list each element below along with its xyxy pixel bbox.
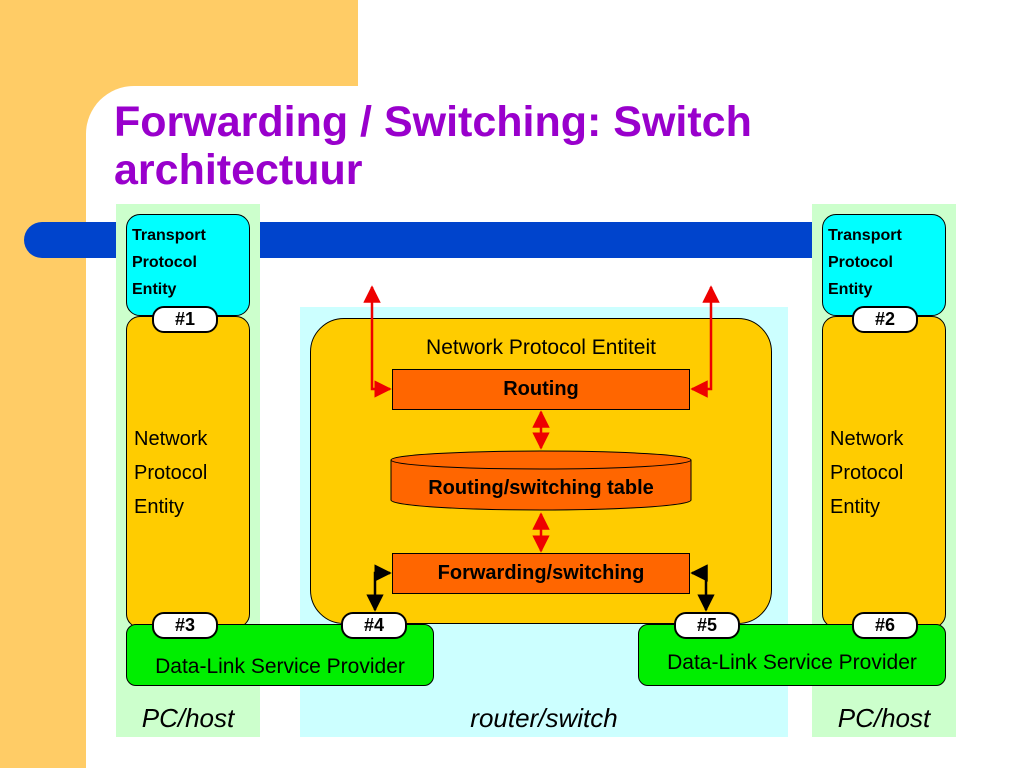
forwarding-right-arrow [690, 564, 715, 612]
port-4: #4 [341, 612, 407, 639]
slide-title: Forwarding / Switching: Switch architect… [114, 98, 752, 194]
routing-process: Routing [392, 369, 690, 410]
left-network-entity-label: Network Protocol Entity [134, 428, 208, 518]
right-network-entity-label: Network Protocol Entity [830, 428, 904, 518]
port-2: #2 [852, 306, 918, 333]
left-transport-entity-label: Transport Protocol Entity [132, 227, 206, 298]
right-network-entity [822, 316, 946, 628]
port-5: #5 [674, 612, 740, 639]
forwarding-process: Forwarding/switching [392, 553, 690, 594]
port-6: #6 [852, 612, 918, 639]
right-transport-entity-label: Transport Protocol Entity [828, 227, 902, 298]
right-datalink-label: Data-Link Service Provider [667, 651, 917, 674]
port-1: #1 [152, 306, 218, 333]
routing-right-arrow [690, 285, 720, 398]
port-3: #3 [152, 612, 218, 639]
left-host-caption: PC/host [141, 702, 235, 733]
routing-table-cylinder [390, 450, 692, 511]
right-host-caption: PC/host [837, 702, 931, 733]
routing-left-arrow [363, 285, 392, 398]
left-network-entity [126, 316, 250, 628]
left-datalink-label: Data-Link Service Provider [155, 655, 405, 678]
left-transport-entity [126, 214, 250, 316]
right-transport-entity [822, 214, 946, 316]
routing-table-label: Routing/switching table [428, 476, 654, 499]
forwarding-left-arrow [366, 564, 392, 612]
router-caption: router/switch [470, 702, 618, 733]
router-entity-label: Network Protocol Entiteit [426, 336, 656, 359]
